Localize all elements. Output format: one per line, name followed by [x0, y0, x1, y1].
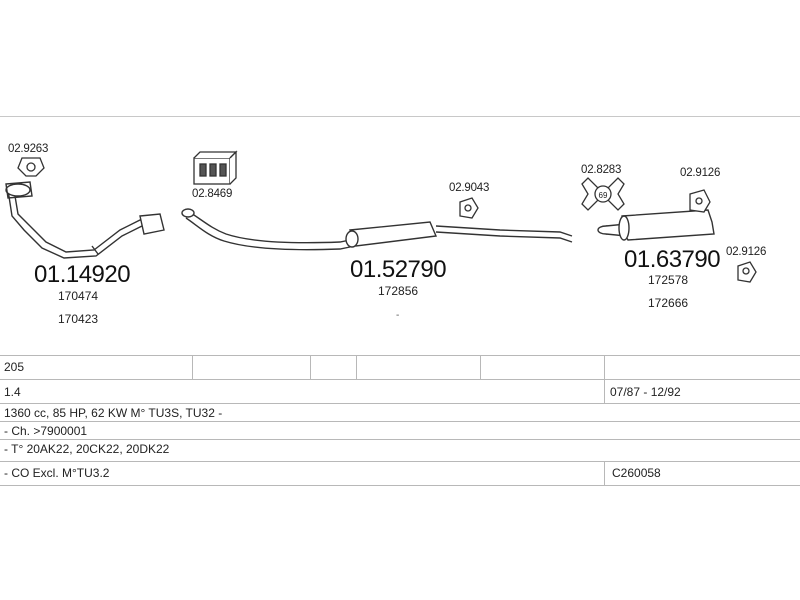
- accessory-label-02-9043: 02.9043: [449, 182, 490, 194]
- rear-silencer-drawing[interactable]: [597, 209, 715, 241]
- mounting-kit-02-8469-drawing[interactable]: [193, 150, 238, 185]
- accessory-label-02-9126-top: 02.9126: [680, 167, 721, 179]
- rubber-mount-02-9043-drawing[interactable]: [459, 197, 479, 219]
- middle-pipe-drawing[interactable]: [181, 208, 573, 251]
- column-divider: [356, 356, 357, 380]
- table-cell-exclusion: - CO Excl. M°TU3.2: [4, 466, 110, 480]
- table-row: - Ch. >7900001: [0, 421, 800, 440]
- sub-ref-172666: 172666: [648, 296, 689, 310]
- table-cell-type-codes: - T° 20AK22, 20CK22, 20DK22: [4, 442, 170, 456]
- accessory-label-02-8283: 02.8283: [581, 164, 622, 176]
- rubber-mount-02-9126-right-drawing[interactable]: [737, 261, 757, 283]
- clamp-02-8283-drawing[interactable]: 69: [581, 177, 625, 211]
- table-cell-date-range: 07/87 - 12/92: [610, 385, 681, 399]
- table-cell-ref-code: C260058: [612, 466, 661, 480]
- main-part-01-63790[interactable]: 01.63790: [624, 246, 721, 273]
- dot-mark: -: [396, 310, 400, 321]
- column-divider: [480, 356, 481, 380]
- clamp-size-label: 69: [599, 191, 608, 200]
- exhaust-diagram: 69: [5, 150, 757, 283]
- sub-ref-172856: 172856: [378, 284, 419, 298]
- table-cell-engine-size: 1.4: [4, 385, 21, 399]
- gasket-02-9263-drawing[interactable]: [17, 157, 45, 177]
- rubber-mount-02-9126-top-drawing[interactable]: [689, 189, 711, 213]
- table-row: 1.4 07/87 - 12/92: [0, 379, 800, 404]
- column-divider: [604, 462, 605, 486]
- sub-ref-170423: 170423: [58, 312, 99, 326]
- accessory-label-02-8469: 02.8469: [192, 188, 233, 200]
- sub-ref-172578: 172578: [648, 273, 689, 287]
- main-part-01-14920[interactable]: 01.14920: [34, 261, 131, 288]
- column-divider: [310, 356, 311, 380]
- table-row: - T° 20AK22, 20CK22, 20DK22: [0, 439, 800, 462]
- accessory-label-02-9263: 02.9263: [8, 143, 49, 155]
- column-divider: [604, 380, 605, 404]
- table-cell-model: 205: [4, 360, 25, 374]
- table-row: - CO Excl. M°TU3.2 C260058: [0, 461, 800, 486]
- table-row: 1360 cc, 85 HP, 62 KW M° TU3S, TU32 -: [0, 403, 800, 422]
- main-part-01-52790[interactable]: 01.52790: [350, 256, 447, 283]
- table-row: 205: [0, 355, 800, 380]
- table-bottom-rule: [0, 485, 800, 486]
- column-divider: [604, 356, 605, 380]
- table-cell-engine-spec: 1360 cc, 85 HP, 62 KW M° TU3S, TU32 -: [4, 406, 223, 420]
- accessory-label-02-9126-right: 02.9126: [726, 246, 767, 258]
- sub-ref-170474: 170474: [58, 289, 99, 303]
- table-cell-chassis: - Ch. >7900001: [4, 424, 88, 438]
- top-divider: [0, 116, 800, 117]
- column-divider: [192, 356, 193, 380]
- front-pipe-drawing[interactable]: [5, 181, 165, 259]
